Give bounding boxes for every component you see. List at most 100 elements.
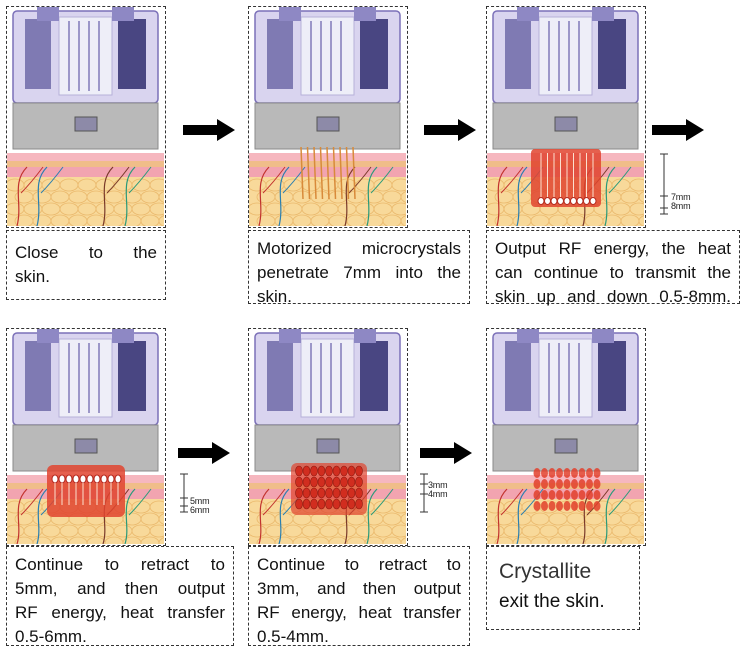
blood-vessel	[370, 488, 394, 516]
skin-epidermis	[7, 153, 164, 161]
step5-caption-line-4: 0.5-4mm.	[257, 627, 329, 646]
step3-depth-label-2: 8mm	[671, 201, 691, 211]
rf-spot	[325, 498, 333, 510]
rf-spot	[295, 498, 303, 510]
device-core	[300, 16, 355, 96]
needle-tip	[589, 197, 597, 205]
rf-spot	[593, 490, 601, 500]
fat-cell	[629, 524, 644, 538]
rf-spot	[578, 468, 586, 478]
needle-tip	[51, 474, 59, 484]
rf-spot	[355, 487, 363, 499]
rf-spot	[541, 501, 548, 511]
skin-dermis	[7, 167, 164, 177]
needle-tip	[114, 474, 122, 484]
rf-spot	[302, 487, 311, 499]
rf-spot	[325, 487, 333, 499]
fat-cell	[638, 513, 644, 525]
arrow-icon	[420, 442, 472, 464]
step3-caption-line-3: skin up and down 0.5-8mm.	[495, 287, 731, 306]
fat-cell	[158, 191, 164, 203]
device-chamber-left	[25, 341, 51, 411]
rf-spot	[347, 476, 356, 488]
rf-spot	[586, 490, 593, 500]
rf-spot	[578, 490, 586, 500]
step5-depth-label-2: 4mm	[428, 489, 448, 499]
step5-caption-line-1: Continue to retract to	[257, 555, 461, 574]
step4-caption-line-2: 5mm, and then output	[15, 579, 225, 598]
step5-caption-line-3: RF energy, heat transfer	[257, 603, 461, 622]
device-tip	[554, 438, 578, 454]
needle-tip	[107, 474, 115, 484]
blood-vessel	[128, 166, 152, 194]
device-top-tab	[354, 329, 376, 343]
device-top-tab	[279, 329, 301, 343]
step3-caption-line-2: can continue to transmit the	[495, 263, 731, 282]
blood-vessel	[258, 488, 270, 544]
step6-caption: Crystallite exit the skin.	[486, 546, 640, 630]
microcrystal-needle	[345, 146, 350, 200]
skin-epidermis	[487, 475, 644, 483]
blood-vessel	[516, 488, 528, 544]
rf-spot	[548, 468, 556, 478]
rf-spot	[548, 490, 556, 500]
step4-svg	[7, 329, 164, 544]
fat-cell	[158, 537, 164, 544]
fat-cell	[400, 191, 406, 203]
fat-cell	[149, 524, 164, 538]
device-chamber-left	[505, 341, 531, 411]
blood-vessel	[16, 166, 28, 226]
blood-vessel	[106, 166, 130, 194]
blood-vessel	[604, 166, 616, 226]
microcrystal-needle	[306, 146, 311, 200]
rf-spot	[578, 479, 586, 489]
rf-spot	[317, 476, 326, 488]
blood-vessel	[366, 488, 378, 544]
fat-cell	[638, 215, 644, 226]
fat-cell	[391, 202, 406, 216]
rf-spot	[340, 476, 348, 488]
fat-cell	[149, 202, 164, 216]
rf-spot	[347, 498, 356, 510]
microcrystal-needle	[352, 146, 356, 200]
rf-zone	[531, 149, 601, 207]
step4-caption-line-1: Continue to retract to	[15, 555, 225, 574]
rf-spot	[593, 479, 601, 489]
device-tip	[554, 116, 578, 132]
blood-vessel	[20, 166, 44, 194]
blood-vessel	[516, 166, 528, 226]
device-core	[538, 16, 593, 96]
rf-spot	[556, 479, 563, 489]
blood-vessel	[278, 166, 290, 226]
device-top-tab	[354, 7, 376, 21]
device-chamber-right	[598, 19, 626, 89]
step1-illustration	[6, 6, 166, 228]
device-top-tab	[517, 329, 539, 343]
blood-vessel	[370, 166, 394, 194]
rf-spot	[541, 479, 548, 489]
blood-vessel	[366, 166, 378, 226]
needle-tip	[86, 474, 94, 484]
device-top-tab	[112, 329, 134, 343]
rf-spot	[332, 487, 341, 499]
needle-tip	[557, 197, 564, 205]
rf-spot	[302, 465, 311, 477]
blood-vessel	[102, 166, 114, 226]
rf-spot	[340, 498, 348, 510]
step4-caption-line-4: 0.5-6mm.	[15, 627, 87, 646]
device-top-tab	[592, 7, 614, 21]
blood-vessel	[258, 166, 270, 226]
device-core	[538, 338, 593, 418]
rf-spot	[347, 465, 356, 477]
fat-cell	[629, 202, 644, 216]
rf-spot	[340, 465, 348, 477]
rf-spot	[548, 479, 556, 489]
step1-caption-line-1: Close to the	[15, 243, 157, 262]
microcrystal-needle	[300, 146, 304, 200]
rf-spot	[593, 468, 601, 478]
step5-depth-bracket	[406, 472, 446, 532]
arrow-icon	[183, 119, 235, 141]
blood-vessel	[128, 488, 152, 516]
needle-tip	[58, 474, 66, 484]
device-core	[300, 338, 355, 418]
